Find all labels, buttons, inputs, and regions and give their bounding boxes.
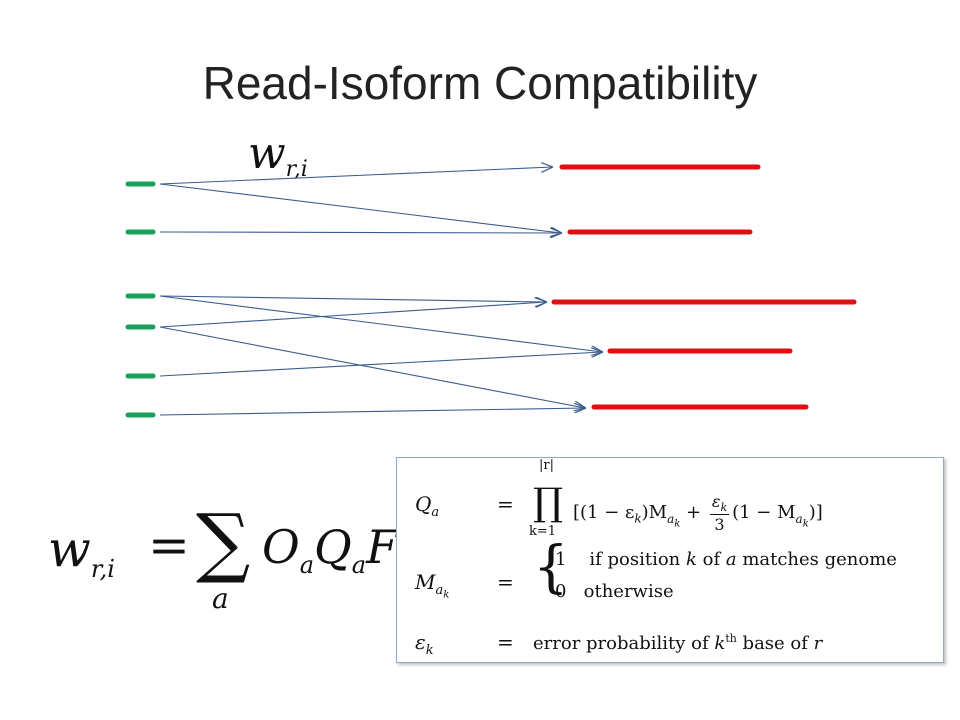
isoforms (551, 164, 857, 410)
arrow-read6-isoform5 (159, 408, 585, 416)
q-equals: = (497, 492, 514, 516)
case-1: 1 if position k of a matches genome (555, 549, 897, 570)
m-equals: = (497, 570, 514, 594)
sigma-symbol: ∑ (196, 497, 251, 586)
product-symbol: ∏ (533, 480, 564, 525)
weight-formula: wr,i = ∑ a OaQaFa (48, 490, 412, 620)
slide-title: Read-Isoform Compatibility (202, 57, 758, 109)
arrow-read3-isoform4 (159, 295, 602, 352)
arrow-read1-isoform2 (159, 183, 561, 233)
arrow-read5-isoform4 (159, 352, 602, 377)
weight-label: wr,i (248, 128, 308, 182)
cases-brace: { (533, 535, 569, 600)
formula-terms: OaQaFa (262, 520, 412, 580)
case-2: 0 otherwise (555, 581, 674, 602)
arrow-read4-isoform5 (159, 326, 585, 408)
arrow-read3-isoform3 (159, 295, 546, 302)
e-lhs: εk (415, 630, 434, 658)
arrow-read1-isoform1 (159, 167, 552, 185)
weight-label-main: w (248, 128, 286, 179)
e-equals: = (497, 630, 514, 654)
arrow-read4-isoform3 (159, 302, 546, 328)
read-isoform-diagram: wr,i (125, 128, 857, 418)
e-rhs: error probability of kth base of r (533, 632, 823, 654)
arrow-read2-isoform2 (159, 232, 561, 233)
product-lower-limit: k=1 (529, 524, 557, 540)
m-rhs: { 1 if position k of a matches genome 0 … (533, 540, 953, 610)
reads (125, 181, 156, 418)
cases-list: 1 if position k of a matches genome 0 ot… (555, 544, 897, 608)
formula-lhs: wr,i (48, 520, 115, 583)
sigma-subscript: a (212, 582, 229, 615)
q-lhs: Qa (415, 492, 440, 520)
m-lhs: Mak (415, 570, 450, 601)
weight-label-sub: r,i (286, 157, 308, 182)
compatibility-arrows (159, 167, 602, 416)
formula-equals: = (148, 516, 190, 574)
product-upper-limit: |r| (539, 458, 554, 474)
